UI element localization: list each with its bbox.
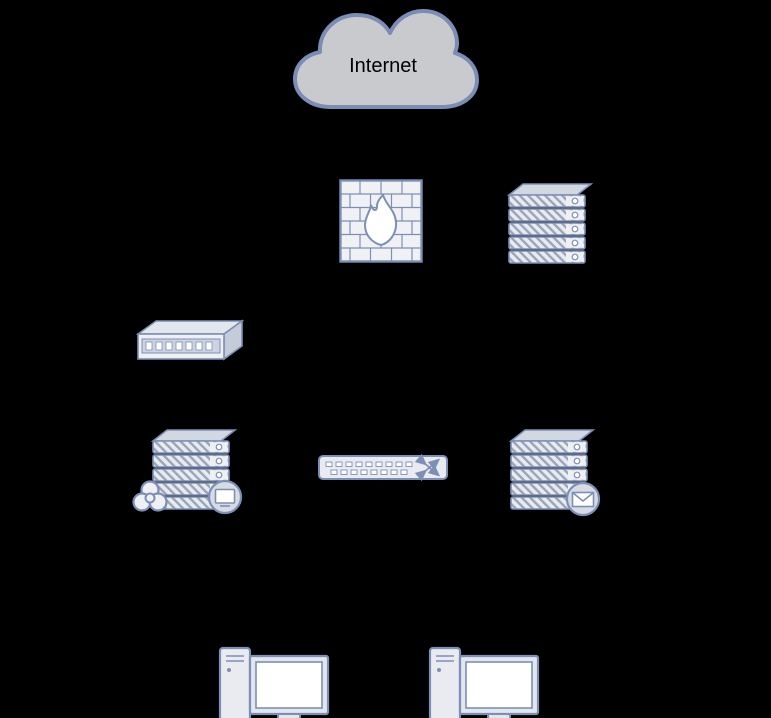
mail-server-node (503, 427, 603, 517)
workstation-left-node (218, 644, 332, 718)
biohazard-icon (132, 480, 168, 512)
switch-node (317, 451, 449, 483)
server-stack-icon (501, 181, 593, 267)
monitor-circle-icon (207, 479, 243, 515)
workstation-right-node (428, 644, 542, 718)
server-node (501, 181, 593, 267)
internet-label: Internet (349, 55, 417, 77)
workstation-icon (428, 646, 540, 718)
flame-icon (363, 193, 398, 247)
switch-icon (318, 453, 448, 482)
firewall-node (339, 179, 423, 263)
workstation-icon (218, 646, 330, 718)
firewall-icon (339, 179, 423, 263)
rack-appliance-icon (136, 319, 244, 361)
internet-node: Internet (283, 5, 483, 117)
admin-server-node (127, 427, 245, 515)
rack-appliance-node (136, 318, 244, 362)
mail-circle-icon (565, 481, 601, 517)
cloud-icon (293, 9, 479, 109)
crossed-arrows-icon (414, 453, 441, 482)
